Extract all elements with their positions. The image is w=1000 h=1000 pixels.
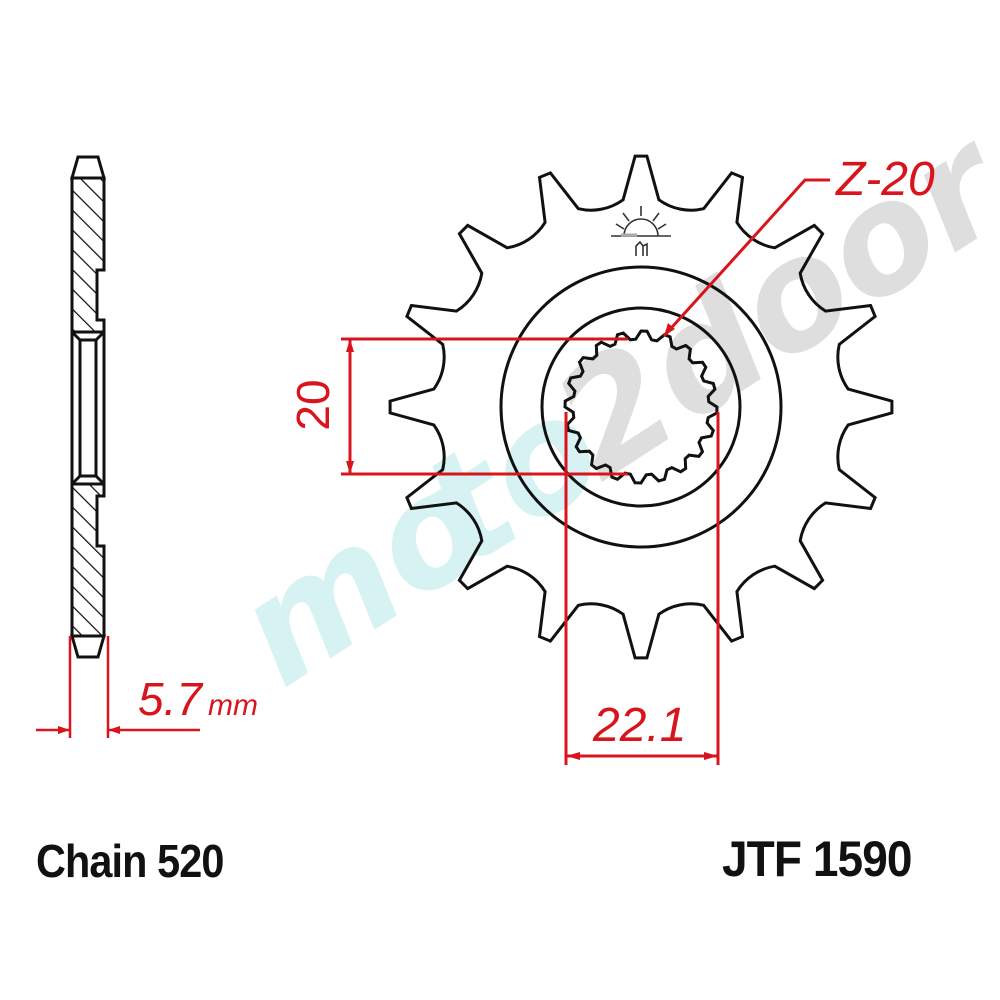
- thickness-value: 5.7: [138, 673, 202, 725]
- part-number: JTF 1590: [722, 831, 912, 887]
- inner-circle: [540, 306, 742, 508]
- bore-width-label: 22.1: [593, 699, 687, 752]
- sprocket-front-view: [388, 154, 894, 660]
- chain-label: Chain 520: [36, 835, 224, 887]
- bore-height-label: 20: [287, 379, 339, 431]
- splined-bore: [563, 329, 719, 485]
- thickness-unit: mm: [207, 689, 258, 722]
- jt-sun-logo-icon: [611, 206, 671, 256]
- spline-count-label: Z-20: [836, 153, 935, 206]
- side-profile-view: [70, 155, 106, 659]
- hub-circle: [499, 265, 783, 549]
- bore-dimensions: [341, 178, 830, 765]
- thickness-dimension: [36, 636, 200, 738]
